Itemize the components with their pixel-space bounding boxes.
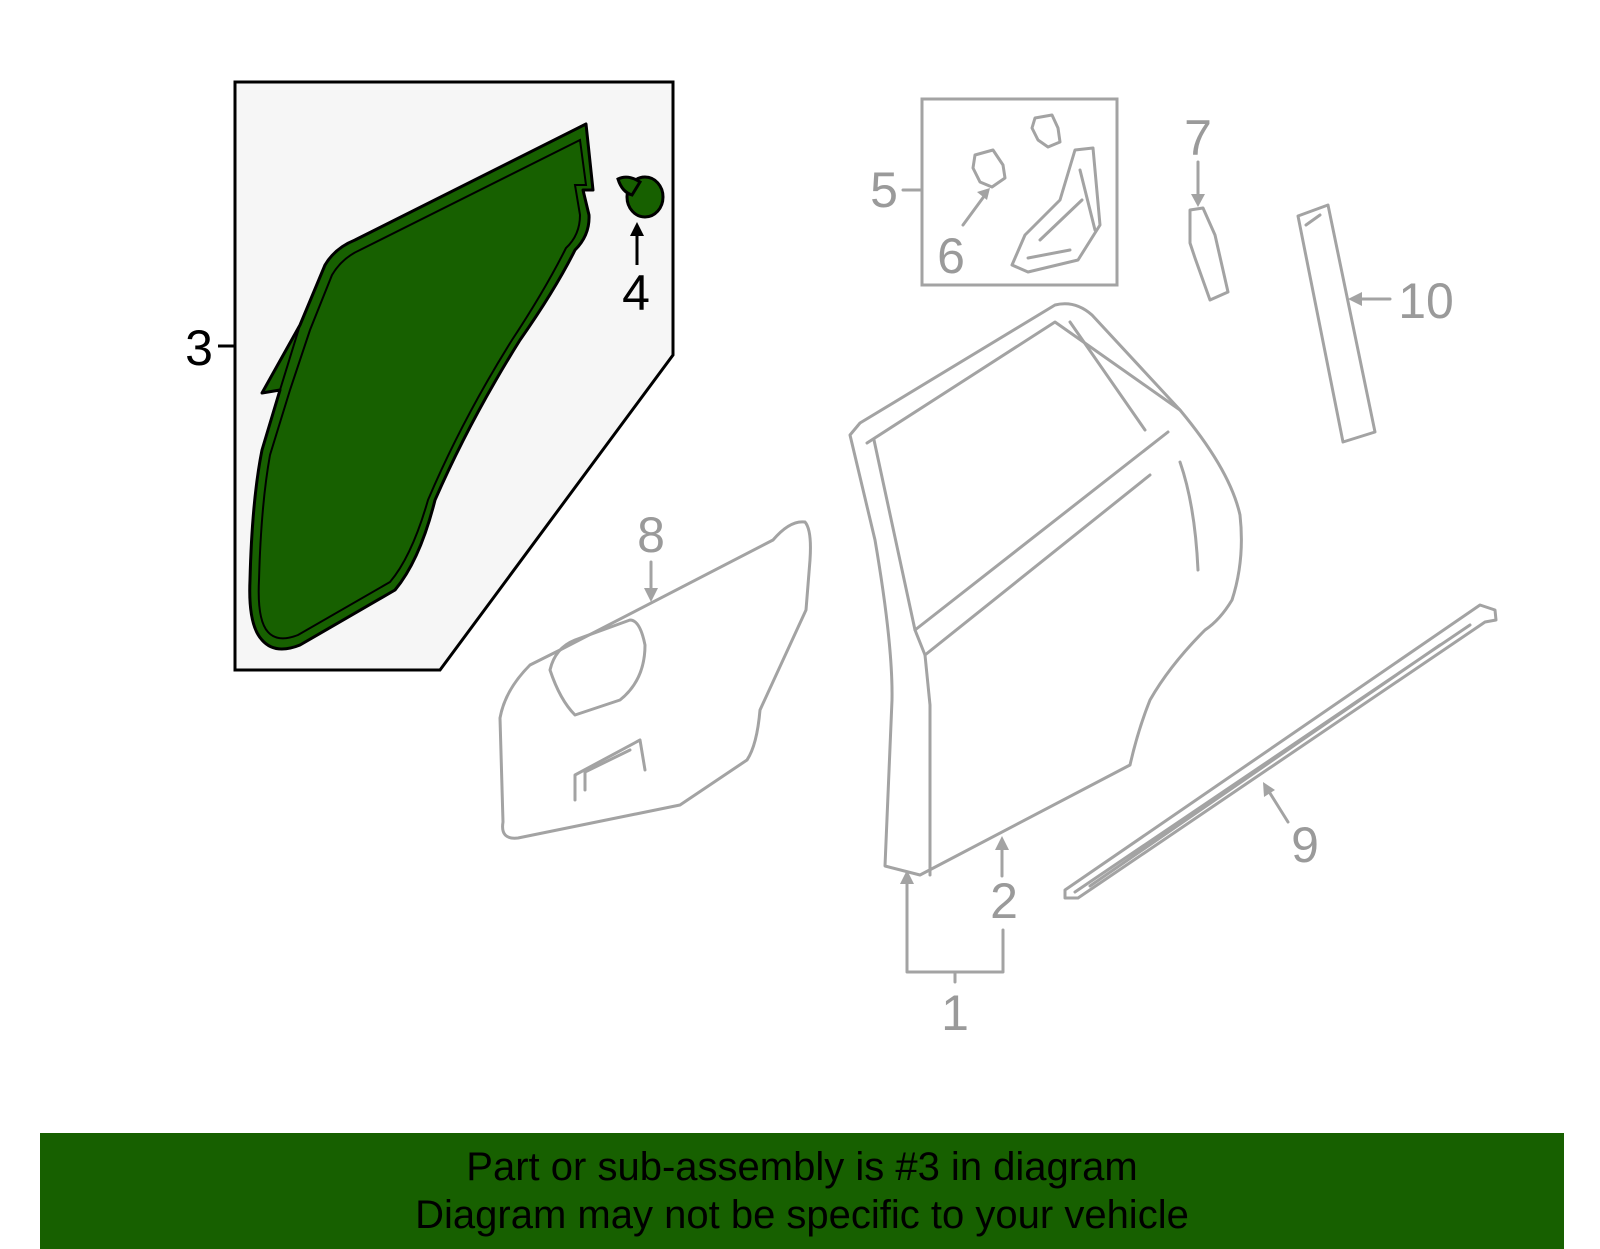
part-2-door-shell[interactable] <box>848 302 1243 877</box>
callout-4-arrowhead <box>630 222 644 236</box>
callout-label-1: 1 <box>941 985 969 1041</box>
part-3-weatherstrip[interactable] <box>248 122 595 651</box>
callout-label-10: 10 <box>1398 273 1454 329</box>
callout-label-6: 6 <box>937 228 965 284</box>
callout-label-2: 2 <box>990 873 1018 929</box>
callout-label-3: 3 <box>185 320 213 376</box>
part-5-brackets[interactable] <box>971 113 1102 274</box>
callout-label-5: 5 <box>870 162 898 218</box>
part-5-box <box>920 97 1119 287</box>
part-4-clip[interactable] <box>616 175 665 219</box>
info-banner: Part or sub-assembly is #3 in diagram Di… <box>40 1133 1564 1249</box>
callout-10-arrowhead <box>1348 292 1362 306</box>
callout-6-arrowhead <box>977 188 990 200</box>
callout-8-arrowhead <box>644 588 658 602</box>
callout-2-arrowhead <box>995 836 1009 850</box>
callout-6-arrow <box>961 193 987 227</box>
callout-label-9: 9 <box>1291 817 1319 873</box>
callout-9-arrowhead <box>1263 782 1275 797</box>
banner-line-1: Part or sub-assembly is #3 in diagram <box>466 1145 1138 1189</box>
callout-1-arrowhead <box>900 870 914 884</box>
part-10-molding[interactable] <box>1296 203 1377 444</box>
part-9-sill-molding[interactable] <box>1063 603 1498 900</box>
callout-label-8: 8 <box>637 507 665 563</box>
part-7-trim[interactable] <box>1188 206 1230 302</box>
callout-9-arrow <box>1266 788 1290 824</box>
callout-label-7: 7 <box>1184 110 1212 166</box>
callout-1-bracket <box>905 878 1005 974</box>
callout-label-4: 4 <box>622 265 650 321</box>
callout-7-arrowhead <box>1191 194 1205 207</box>
banner-line-2: Diagram may not be specific to your vehi… <box>415 1193 1189 1237</box>
part-8-trim-panel[interactable] <box>498 520 812 840</box>
